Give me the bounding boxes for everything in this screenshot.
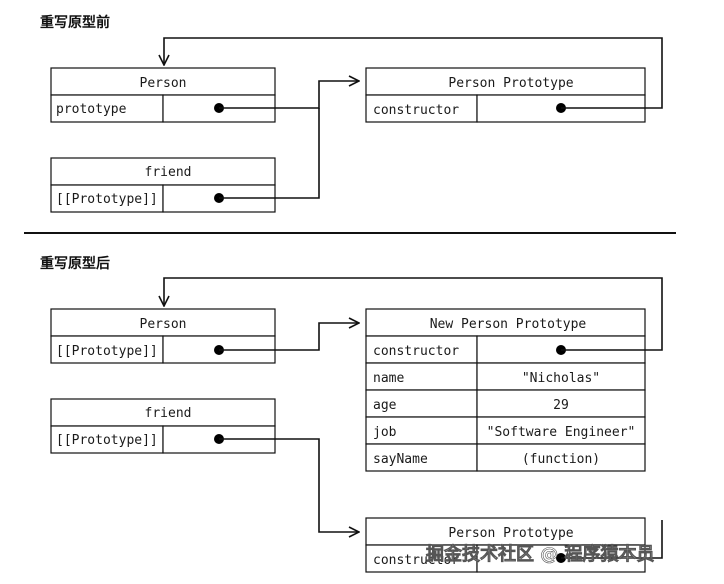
friend-prototype-label: [[Prototype]] xyxy=(56,433,158,448)
property-key: constructor xyxy=(373,344,459,359)
line-old-constructor xyxy=(561,520,663,559)
prototype-title: Person Prototype xyxy=(448,76,573,91)
constructor-label: constructor xyxy=(373,103,459,118)
arrow-constructor-to-person xyxy=(164,277,663,351)
person-title: Person xyxy=(140,317,187,332)
arrow-friend-to-prototype xyxy=(219,108,320,199)
friend-box-top: friend [[Prototype]] xyxy=(50,157,276,213)
person-prototype-box-top: Person Prototype constructor xyxy=(365,67,646,123)
property-key: job xyxy=(373,425,397,440)
new-prototype-title: New Person Prototype xyxy=(430,317,587,332)
new-person-prototype-box: New Person Prototype constructor name "N… xyxy=(365,308,646,472)
prototype-title: Person Prototype xyxy=(448,526,573,541)
friend-title: friend xyxy=(145,406,192,421)
person-prototype-label: [[Prototype]] xyxy=(56,344,158,359)
arrow-constructor-to-person xyxy=(164,37,663,109)
heading-after: 重写原型后 xyxy=(40,255,110,272)
property-key: name xyxy=(373,371,404,386)
watermark: 掘金技术社区 @ 程序猿本员 xyxy=(426,543,655,566)
arrow-person-to-prototype xyxy=(219,81,359,109)
friend-box-bottom: friend [[Prototype]] xyxy=(50,398,276,454)
person-prototype-label: prototype xyxy=(56,102,127,117)
heading-before: 重写原型前 xyxy=(40,14,110,31)
person-title: Person xyxy=(140,76,187,91)
property-key: sayName xyxy=(373,452,428,467)
friend-prototype-label: [[Prototype]] xyxy=(56,192,158,207)
property-value: "Software Engineer" xyxy=(487,425,636,440)
person-box-bottom: Person [[Prototype]] xyxy=(50,308,276,364)
constructor-label: constructor xyxy=(373,553,459,568)
arrow-friend-to-old-prototype xyxy=(219,438,359,532)
property-value: 29 xyxy=(553,398,569,413)
property-value: (function) xyxy=(522,452,600,467)
property-key: age xyxy=(373,398,397,413)
watermark-text: 掘金技术社区 @ 程序猿本员 xyxy=(426,543,655,565)
property-value: "Nicholas" xyxy=(522,371,600,386)
friend-title: friend xyxy=(145,165,192,180)
arrow-person-to-new-prototype xyxy=(219,323,359,351)
person-box-top: Person prototype xyxy=(50,67,276,123)
